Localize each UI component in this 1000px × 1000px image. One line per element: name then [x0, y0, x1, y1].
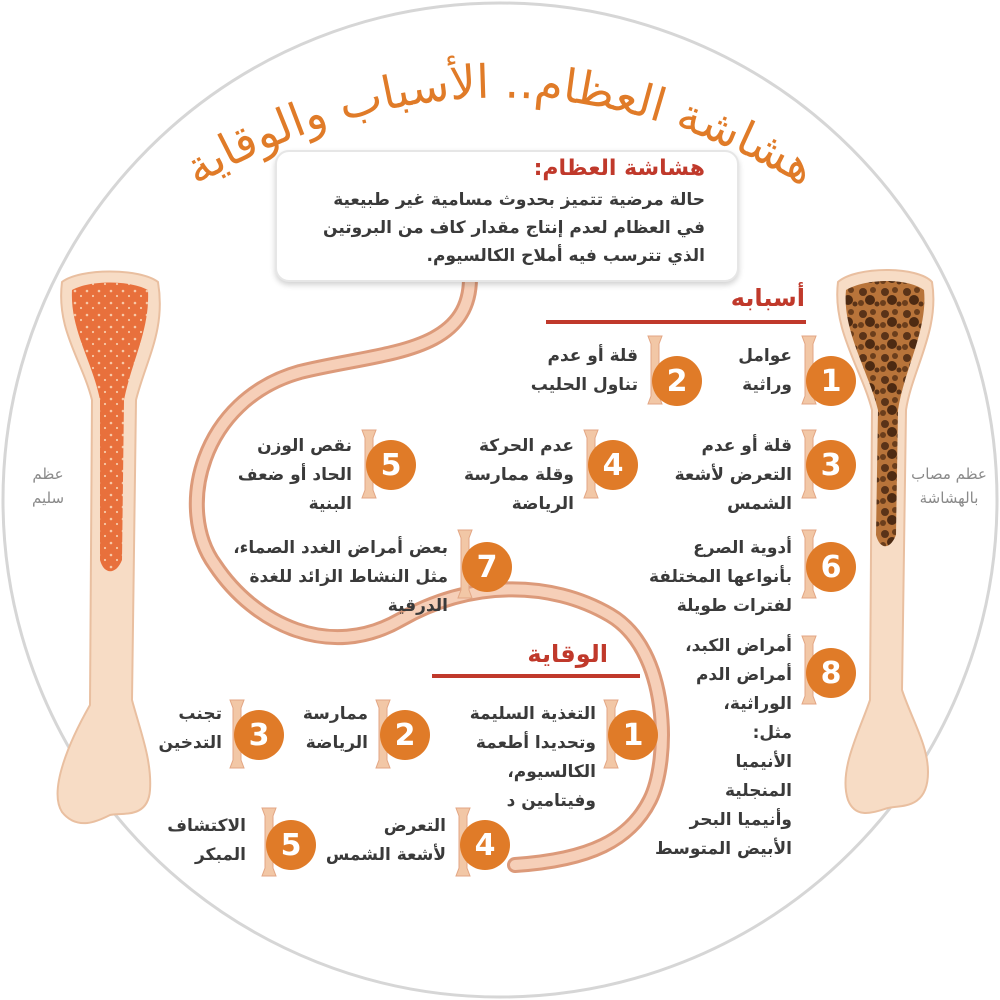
cause-4-badge: 4 [588, 440, 638, 490]
prevention-3-line-2: التدخين [158, 733, 222, 753]
cause-8-line-8: الأبيض المتوسط [654, 839, 792, 859]
prevention-5-badge: 5 [266, 820, 316, 870]
prevention-5-line-2: المبكر [194, 845, 246, 865]
cause-4-line-3: الرياضة [511, 494, 574, 514]
cause-3-line-1: قلة أو عدم [701, 436, 792, 456]
cause-8-line-4: مثل: [752, 723, 792, 743]
prevention-2-line-1: ممارسة [302, 704, 368, 724]
prevention-4-line-1: التعرض [383, 816, 446, 836]
prevention-1-text: التغذية السليمة وتحديدا أطعمة الكالسيوم،… [470, 700, 596, 816]
healthy-bone-illustration [56, 270, 161, 825]
cause-5-line-2: الحاد أو ضعف [237, 465, 352, 485]
cause-6-line-2: بأنواعها المختلفة [648, 567, 792, 587]
cause-8-line-7: وأنيميا البحر [689, 810, 792, 830]
prevention-5-line-1: الاكتشاف [167, 816, 246, 836]
prevention-3-badge: 3 [234, 710, 284, 760]
definition-line-1: حالة مرضية تتميز بحدوث مسامية غير طبيعية [333, 190, 705, 210]
cause-2-line-2: تناول الحليب [530, 375, 638, 395]
cause-8-line-1: أمراض الكبد، [685, 636, 792, 656]
healthy-bone-label-line-2: سليم [31, 489, 65, 507]
prevention-heading: الوقاية [527, 640, 608, 668]
prevention-2-badge: 2 [380, 710, 430, 760]
prevention-underline [432, 674, 640, 678]
cause-5-text: نقص الوزن الحاد أو ضعف البنية [238, 432, 352, 519]
prevention-4-text: التعرض لأشعة الشمس [326, 812, 446, 870]
cause-5-badge: 5 [366, 440, 416, 490]
cause-5-line-1: نقص الوزن [257, 436, 352, 456]
cause-6-badge: 6 [806, 542, 856, 592]
cause-8-line-5: الأنيميا [735, 752, 792, 772]
cause-6-text: أدوية الصرع بأنواعها المختلفة لفترات طوي… [649, 534, 792, 621]
prevention-1-line-2: وتحديدا أطعمة [475, 733, 596, 753]
prevention-4-line-2: لأشعة الشمس [325, 845, 446, 865]
cause-8-line-6: المنجلية [725, 781, 792, 801]
cause-1-text: عوامل وراثية [738, 342, 792, 400]
cause-8-text: أمراض الكبد، أمراض الدم الوراثية، مثل: ا… [655, 632, 792, 864]
healthy-bone-label: عظم سليم [18, 462, 78, 510]
cause-2-badge: 2 [652, 356, 702, 406]
cause-8-line-3: الوراثية، [723, 694, 792, 714]
prevention-1-line-1: التغذية السليمة [469, 704, 596, 724]
cause-7-line-1: بعض أمراض الغدد الصماء، [233, 538, 448, 558]
cause-3-badge: 3 [806, 440, 856, 490]
prevention-1-line-3: الكالسيوم، [507, 762, 596, 782]
cause-7-line-3: الدرقية [387, 596, 448, 616]
cause-2-text: قلة أو عدم تناول الحليب [531, 342, 638, 400]
cause-5-line-3: البنية [308, 494, 352, 514]
cause-1-line-1: عوامل [738, 346, 792, 366]
cause-4-line-1: عدم الحركة [478, 436, 574, 456]
cause-8-line-2: أمراض الدم [695, 665, 792, 685]
definition-line-2: في العظام لعدم إنتاج مقدار كاف من البروت… [323, 218, 705, 238]
prevention-4-badge: 4 [460, 820, 510, 870]
cause-3-text: قلة أو عدم التعرض لأشعة الشمس [675, 432, 792, 519]
prevention-3-text: تجنب التدخين [159, 700, 222, 758]
cause-7-line-2: مثل النشاط الزائد للغدة [249, 567, 448, 587]
cause-6-line-1: أدوية الصرع [693, 538, 792, 558]
affected-bone-label-line-2: بالهشاشة [919, 489, 979, 507]
cause-2-line-1: قلة أو عدم [547, 346, 638, 366]
cause-1-badge: 1 [806, 356, 856, 406]
causes-underline [546, 320, 806, 324]
affected-bone-label: عظم مصاب بالهشاشة [904, 462, 994, 510]
prevention-5-text: الاكتشاف المبكر [167, 812, 246, 870]
cause-7-badge: 7 [462, 542, 512, 592]
cause-3-line-2: التعرض لأشعة [674, 465, 792, 485]
prevention-2-text: ممارسة الرياضة [303, 700, 368, 758]
porous-bone-illustration [836, 269, 935, 814]
causes-heading: أسبابه [730, 284, 805, 312]
definition-heading: هشاشة العظام: [533, 156, 705, 181]
affected-bone-label-line-1: عظم مصاب [911, 465, 987, 483]
cause-3-line-3: الشمس [727, 494, 792, 514]
prevention-1-line-4: وفيتامين د [506, 791, 596, 811]
definition-line-3: الذي تترسب فيه أملاح الكالسيوم. [426, 246, 705, 266]
cause-4-text: عدم الحركة وقلة ممارسة الرياضة [464, 432, 574, 519]
cause-6-line-3: لفترات طويلة [676, 596, 792, 616]
healthy-bone-label-line-1: عظم [32, 465, 64, 483]
prevention-3-line-1: تجنب [178, 704, 222, 724]
cause-1-line-2: وراثية [742, 375, 792, 395]
cause-4-line-2: وقلة ممارسة [464, 465, 574, 485]
definition-box: هشاشة العظام: حالة مرضية تتميز بحدوث مسا… [275, 150, 739, 282]
prevention-1-badge: 1 [608, 710, 658, 760]
prevention-2-line-2: الرياضة [305, 733, 368, 753]
cause-8-badge: 8 [806, 648, 856, 698]
cause-7-text: بعض أمراض الغدد الصماء، مثل النشاط الزائ… [233, 534, 448, 621]
